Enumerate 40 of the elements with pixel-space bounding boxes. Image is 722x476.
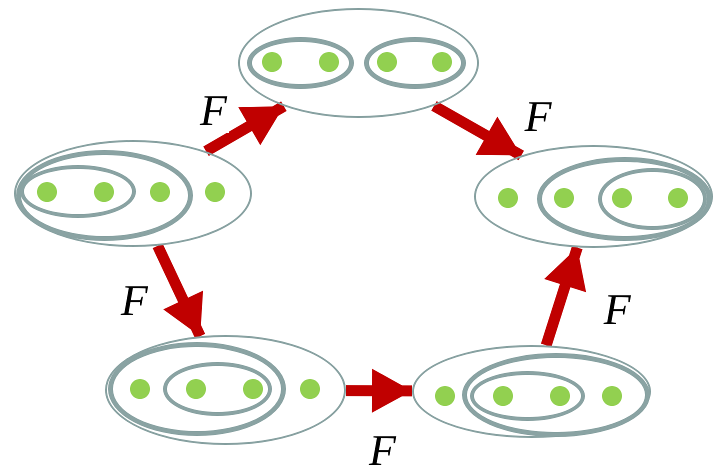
- arrow: [346, 368, 412, 413]
- dot: [205, 182, 225, 202]
- arrow: [203, 101, 287, 156]
- dot: [262, 52, 282, 72]
- dot: [130, 379, 150, 399]
- dot: [432, 52, 452, 72]
- outer-ellipse: [14, 140, 252, 247]
- dot: [377, 52, 397, 72]
- dot: [668, 188, 688, 208]
- dot: [602, 386, 622, 406]
- dot: [612, 188, 632, 208]
- dot: [498, 188, 518, 208]
- inner-ellipse: [598, 168, 707, 230]
- thick-ellipse: [537, 157, 712, 241]
- outer-ellipse: [474, 145, 713, 248]
- dot: [243, 379, 263, 399]
- thick-ellipse: [108, 342, 286, 436]
- thick-ellipse: [16, 150, 193, 241]
- thick-ellipse: [462, 353, 650, 437]
- dot: [493, 386, 513, 406]
- arrow: [431, 101, 524, 160]
- thick-ellipse: [247, 37, 354, 89]
- dot: [94, 182, 114, 202]
- dot: [435, 386, 455, 406]
- thick-ellipse: [364, 37, 466, 89]
- dot: [550, 386, 570, 406]
- outer-ellipse: [238, 8, 479, 118]
- inner-ellipse: [163, 362, 272, 416]
- inner-ellipse: [20, 165, 136, 218]
- outer-ellipse: [412, 345, 651, 438]
- arrow: [152, 244, 206, 339]
- arrow: [540, 246, 586, 348]
- dot: [554, 188, 574, 208]
- dot: [186, 379, 206, 399]
- dot: [150, 182, 170, 202]
- inner-ellipse: [470, 371, 585, 421]
- dot: [37, 182, 57, 202]
- dot: [300, 379, 320, 399]
- outer-ellipse: [105, 335, 346, 445]
- dot: [319, 52, 339, 72]
